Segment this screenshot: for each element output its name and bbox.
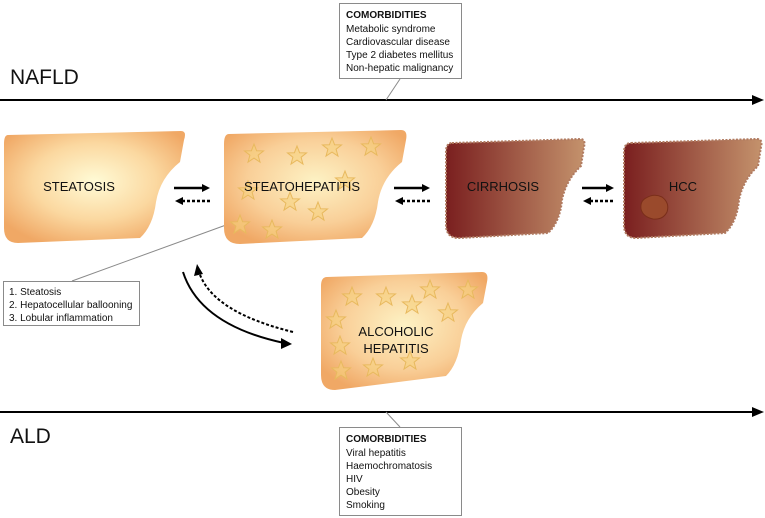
steatohepatitis-label: STEATOHEPATITIS [244,179,360,194]
nafld-comorbidity-item: Non-hepatic malignancy [346,63,454,74]
alcoholic-hepatitis-liver [321,272,488,390]
nafld-comorbidities-title: COMORBIDITIES [346,10,427,21]
nafld-axis-arrowhead [752,95,764,105]
alcoholic-to-steatohepatitis-arrowhead [194,264,203,276]
ald-comorbidity-item: Obesity [346,487,380,498]
nafld-comorbidity-item: Metabolic syndrome [346,24,436,35]
alcoholic-to-steatohepatitis-arrow [198,271,294,333]
cirrhosis-label: CIRRHOSIS [467,179,540,194]
features-connector [71,224,227,282]
steatosis-steatohepatitis-arrows [174,184,212,205]
histology-feature-item: 2. Hepatocellular ballooning [9,300,133,311]
alcoholic-hepatitis-label-line1: ALCOHOLIC [358,324,433,339]
ald-comorbidity-item: Haemochromatosis [346,461,433,472]
histology-features-box: 1. Steatosis 2. Hepatocellular balloonin… [3,281,140,326]
steatohepatitis-liver [224,130,407,244]
ald-comorbidities-box: COMORBIDITIES Viral hepatitis Haemochrom… [339,427,462,516]
nafld-comorbidity-connector [385,78,401,101]
cirrhosis-liver [445,137,586,240]
steatohepatitis-to-alcoholic-arrow [182,271,285,344]
steatohepatitis-cirrhosis-arrows [394,184,432,205]
nafld-axis-label: NAFLD [10,66,79,89]
histology-feature-item: 1. Steatosis [9,287,62,298]
ald-comorbidities-title: COMORBIDITIES [346,434,427,445]
steatosis-label: STEATOSIS [43,179,115,194]
nafld-comorbidity-item: Cardiovascular disease [346,37,450,48]
ald-comorbidity-item: HIV [346,474,363,485]
hcc-tumor [640,194,669,220]
steatosis-liver [4,131,185,243]
alcoholic-hepatitis-label-line2: HEPATITIS [363,341,429,356]
ald-comorbidity-item: Viral hepatitis [346,448,406,459]
ald-axis-arrowhead [752,407,764,417]
ald-comorbidity-connector [385,411,401,428]
ald-axis-label: ALD [10,425,51,448]
steatohepatitis-to-alcoholic-arrowhead [281,338,292,349]
nafld-comorbidity-item: Type 2 diabetes mellitus [346,50,454,61]
histology-feature-item: 3. Lobular inflammation [9,313,113,324]
hcc-label: HCC [669,179,697,194]
ald-comorbidity-item: Smoking [346,500,385,511]
cirrhosis-hcc-arrows [582,184,614,205]
nafld-comorbidities-box: COMORBIDITIES Metabolic syndrome Cardiov… [339,3,462,79]
